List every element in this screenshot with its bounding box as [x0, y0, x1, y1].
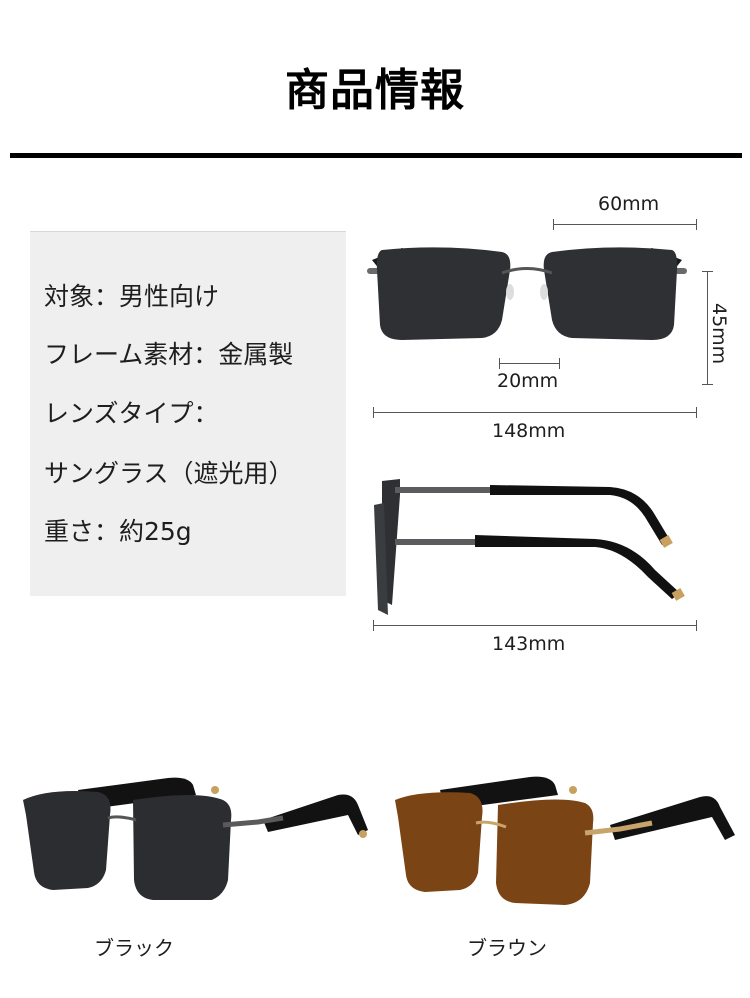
lens-height-label: 45mm	[708, 303, 730, 365]
black-variant-image	[23, 777, 368, 900]
spec-lens-type-value: サングラス（遮光用）	[44, 459, 294, 488]
temple-length-line	[373, 620, 697, 631]
spec-panel: 対象：男性向け フレーム素材：金属製 レンズタイプ： サングラス（遮光用） 重さ…	[30, 231, 346, 596]
bridge-label: 20mm	[497, 370, 559, 392]
frame-width-line	[373, 407, 697, 418]
front-view-glasses-image	[367, 247, 687, 340]
brown-variant-image	[395, 776, 735, 905]
title-divider	[10, 153, 742, 158]
variant-black-label: ブラック	[94, 936, 174, 960]
lens-height-line	[702, 271, 713, 385]
page-title: 商品情報	[285, 65, 465, 116]
side-view-glasses-image	[374, 479, 685, 615]
spec-weight: 重さ：約25g	[44, 517, 192, 546]
spec-lens-type: レンズタイプ：	[44, 399, 219, 428]
variant-brown-label: ブラウン	[467, 936, 547, 960]
bridge-line	[499, 358, 560, 369]
temple-length-label: 143mm	[492, 633, 566, 655]
spec-target: 対象：男性向け	[44, 282, 220, 311]
lens-width-label: 60mm	[598, 193, 660, 215]
lens-width-line	[553, 219, 697, 230]
frame-width-label: 148mm	[492, 420, 566, 442]
spec-frame-material: フレーム素材：金属製	[44, 340, 294, 369]
